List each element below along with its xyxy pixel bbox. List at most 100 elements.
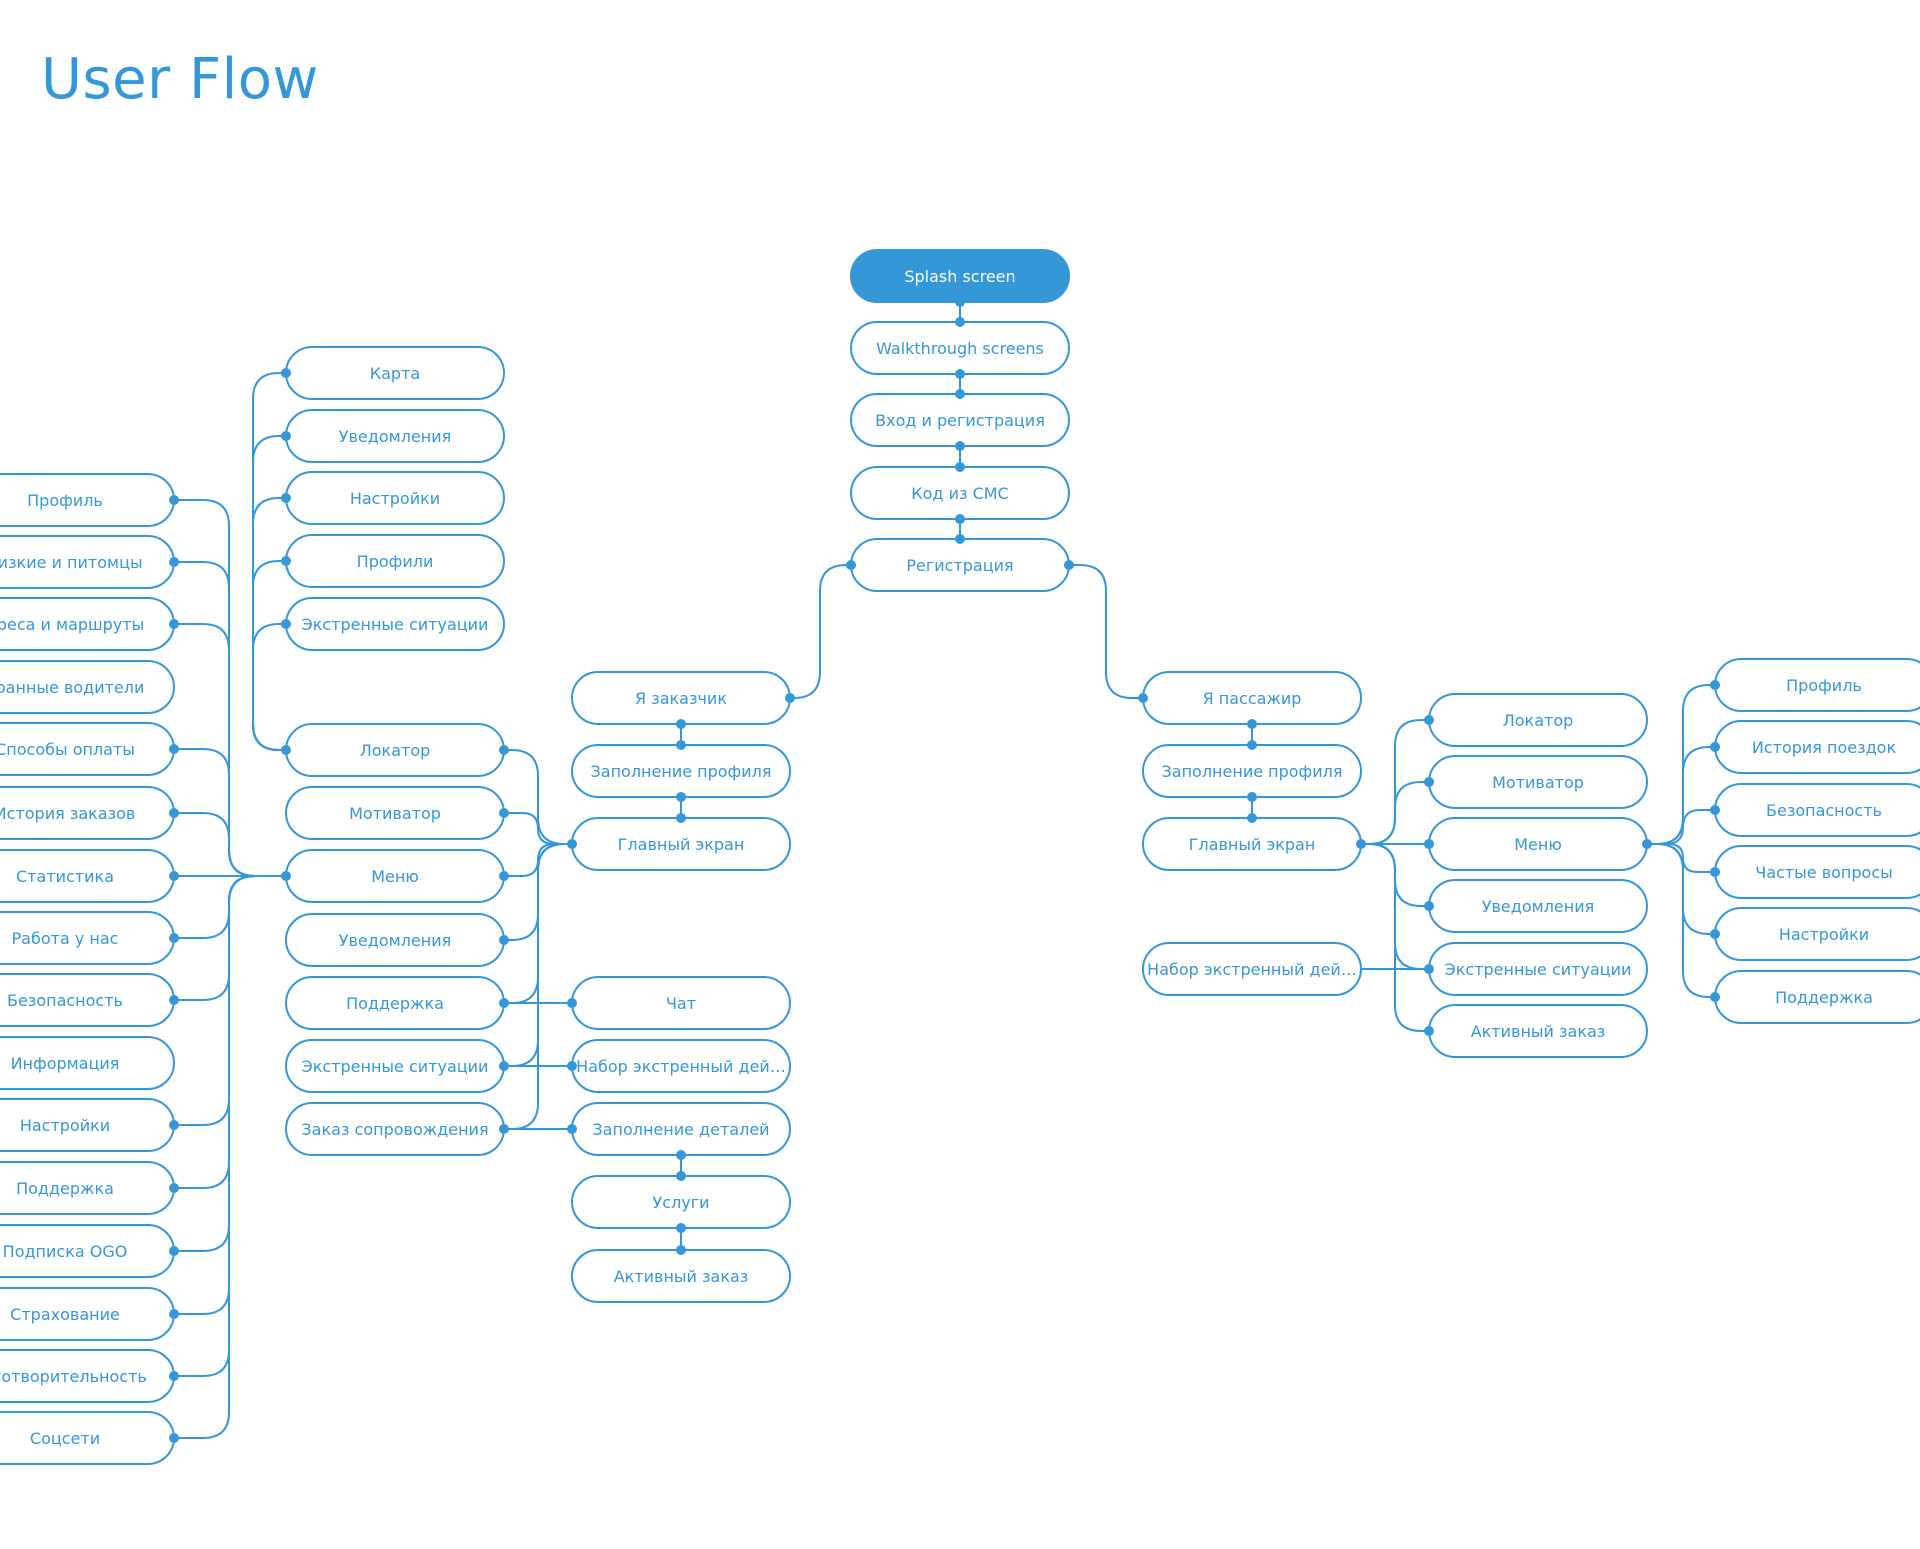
connector-dot bbox=[169, 1183, 179, 1193]
flow-node-m-settings[interactable]: Настройки bbox=[0, 1098, 175, 1152]
connector-dot bbox=[1710, 805, 1720, 815]
flow-node-login[interactable]: Вход и регистрация bbox=[850, 393, 1070, 447]
connector-main-c_escort bbox=[504, 843, 572, 1130]
flow-node-pm-history[interactable]: История поездок bbox=[1714, 720, 1920, 774]
connector-dot bbox=[846, 560, 856, 570]
flow-node-c-chat[interactable]: Чат bbox=[571, 976, 791, 1030]
flow-node-c-services[interactable]: Услуги bbox=[571, 1175, 791, 1229]
flow-node-m-drivers[interactable]: бранные водители bbox=[0, 660, 175, 714]
flow-node-c-emergency-top[interactable]: Экстренные ситуации bbox=[285, 597, 505, 651]
flow-node-c-profile-fill[interactable]: Заполнение профиля bbox=[571, 744, 791, 798]
connector-registration-passenger bbox=[1069, 564, 1143, 699]
flow-node-c-active-order[interactable]: Активный заказ bbox=[571, 1249, 791, 1303]
flow-node-sms[interactable]: Код из СМС bbox=[850, 466, 1070, 520]
connector-dot bbox=[281, 556, 291, 566]
node-label: Я пассажир bbox=[1203, 689, 1302, 708]
flow-node-p-notif[interactable]: Уведомления bbox=[1428, 879, 1648, 933]
flow-node-splash[interactable]: Splash screen bbox=[850, 249, 1070, 303]
connector-pmenu-pm_support bbox=[1647, 843, 1715, 998]
node-label: Статистика bbox=[16, 867, 114, 886]
flow-node-p-locator[interactable]: Локатор bbox=[1428, 693, 1648, 747]
flow-node-c-support[interactable]: Поддержка bbox=[285, 976, 505, 1030]
flow-node-pm-settings[interactable]: Настройки bbox=[1714, 907, 1920, 961]
flow-node-registration[interactable]: Регистрация bbox=[850, 538, 1070, 592]
node-label: Заполнение профиля bbox=[591, 762, 772, 781]
flow-node-customer[interactable]: Я заказчик bbox=[571, 671, 791, 725]
connector-dot bbox=[1642, 839, 1652, 849]
connector-locator-c_emergency_top bbox=[252, 623, 286, 751]
connector-main-c_locator bbox=[504, 749, 572, 845]
node-label: аготворительность bbox=[0, 1367, 147, 1386]
flow-node-p-active-order[interactable]: Активный заказ bbox=[1428, 1004, 1648, 1058]
flow-node-c-main[interactable]: Главный экран bbox=[571, 817, 791, 871]
connector-dot bbox=[169, 1433, 179, 1443]
node-label: Walkthrough screens bbox=[876, 339, 1044, 358]
flow-node-c-map[interactable]: Карта bbox=[285, 346, 505, 400]
flow-node-p-emergency-dial[interactable]: Набор экстренный дей… bbox=[1142, 942, 1362, 996]
connector-dot bbox=[567, 839, 577, 849]
connector-dot bbox=[281, 493, 291, 503]
connector-dot bbox=[676, 1150, 686, 1160]
flow-node-p-emergency[interactable]: Экстренные ситуации bbox=[1428, 942, 1648, 996]
flow-node-p-menu[interactable]: Меню bbox=[1428, 817, 1648, 871]
connector-dot bbox=[1064, 560, 1074, 570]
flow-node-m-charity[interactable]: аготворительность bbox=[0, 1349, 175, 1403]
connector-dot bbox=[567, 1124, 577, 1134]
connector-dot bbox=[169, 557, 179, 567]
flow-node-m-relatives[interactable]: лизкие и питомцы bbox=[0, 535, 175, 589]
node-label: Экстренные ситуации bbox=[1445, 960, 1632, 979]
flow-node-c-escort[interactable]: Заказ сопровождения bbox=[285, 1102, 505, 1156]
flow-node-m-profile[interactable]: Профиль bbox=[0, 473, 175, 527]
flow-node-c-details[interactable]: Заполнение деталей bbox=[571, 1102, 791, 1156]
flow-node-m-addresses[interactable]: дреса и маршруты bbox=[0, 597, 175, 651]
connector-dot bbox=[567, 1061, 577, 1071]
flow-node-m-safety[interactable]: Безопасность bbox=[0, 973, 175, 1027]
flow-node-passenger[interactable]: Я пассажир bbox=[1142, 671, 1362, 725]
connector-dot bbox=[499, 871, 509, 881]
connector-dot bbox=[169, 871, 179, 881]
flow-node-p-motivator[interactable]: Мотиватор bbox=[1428, 755, 1648, 809]
connector-dot bbox=[169, 619, 179, 629]
flow-node-c-profiles[interactable]: Профили bbox=[285, 534, 505, 588]
flow-node-m-stats[interactable]: Статистика bbox=[0, 849, 175, 903]
flow-node-m-jobs[interactable]: Работа у нас bbox=[0, 911, 175, 965]
connector-dot bbox=[1710, 742, 1720, 752]
flow-node-walkthrough[interactable]: Walkthrough screens bbox=[850, 321, 1070, 375]
flow-node-p-profile-fill[interactable]: Заполнение профиля bbox=[1142, 744, 1362, 798]
connector-menu-m_social bbox=[174, 875, 286, 1439]
flow-node-c-settings-top[interactable]: Настройки bbox=[285, 471, 505, 525]
node-label: Локатор bbox=[360, 741, 431, 760]
flow-node-c-menu[interactable]: Меню bbox=[285, 849, 505, 903]
flow-node-c-notif[interactable]: Уведомления bbox=[285, 913, 505, 967]
flow-node-c-locator[interactable]: Локатор bbox=[285, 723, 505, 777]
flow-node-c-emergency[interactable]: Экстренные ситуации bbox=[285, 1039, 505, 1093]
node-label: бранные водители bbox=[0, 678, 144, 697]
flow-node-c-notif-top[interactable]: Уведомления bbox=[285, 409, 505, 463]
flow-node-pm-safety[interactable]: Безопасность bbox=[1714, 783, 1920, 837]
connector-dot bbox=[1424, 715, 1434, 725]
flow-node-pm-profile[interactable]: Профиль bbox=[1714, 658, 1920, 712]
flow-node-m-info[interactable]: Информация bbox=[0, 1036, 175, 1090]
connector-dot bbox=[955, 369, 965, 379]
node-label: Меню bbox=[371, 867, 419, 886]
flow-node-c-motivator[interactable]: Мотиватор bbox=[285, 786, 505, 840]
flow-node-m-payment[interactable]: Способы оплаты bbox=[0, 722, 175, 776]
flow-node-m-insurance[interactable]: Страхование bbox=[0, 1287, 175, 1341]
flow-node-pm-support[interactable]: Поддержка bbox=[1714, 970, 1920, 1024]
node-label: Поддержка bbox=[1775, 988, 1873, 1007]
flow-node-pm-faq[interactable]: Частые вопросы bbox=[1714, 845, 1920, 899]
connector-dot bbox=[499, 935, 509, 945]
flow-node-c-emergency-dial[interactable]: Набор экстренный дей… bbox=[571, 1039, 791, 1093]
connector-locator-c_profiles bbox=[252, 560, 286, 751]
flow-node-m-social[interactable]: Соцсети bbox=[0, 1411, 175, 1465]
flow-node-p-main[interactable]: Главный экран bbox=[1142, 817, 1362, 871]
flow-node-m-history[interactable]: История заказов bbox=[0, 786, 175, 840]
connector-dot bbox=[955, 317, 965, 327]
node-label: Работа у нас bbox=[12, 929, 119, 948]
flow-node-m-subscription[interactable]: Подписка OGO bbox=[0, 1224, 175, 1278]
node-label: Набор экстренный дей… bbox=[1147, 960, 1357, 979]
connector-dot bbox=[1356, 839, 1366, 849]
flow-node-m-support[interactable]: Поддержка bbox=[0, 1161, 175, 1215]
connector-dot bbox=[567, 998, 577, 1008]
